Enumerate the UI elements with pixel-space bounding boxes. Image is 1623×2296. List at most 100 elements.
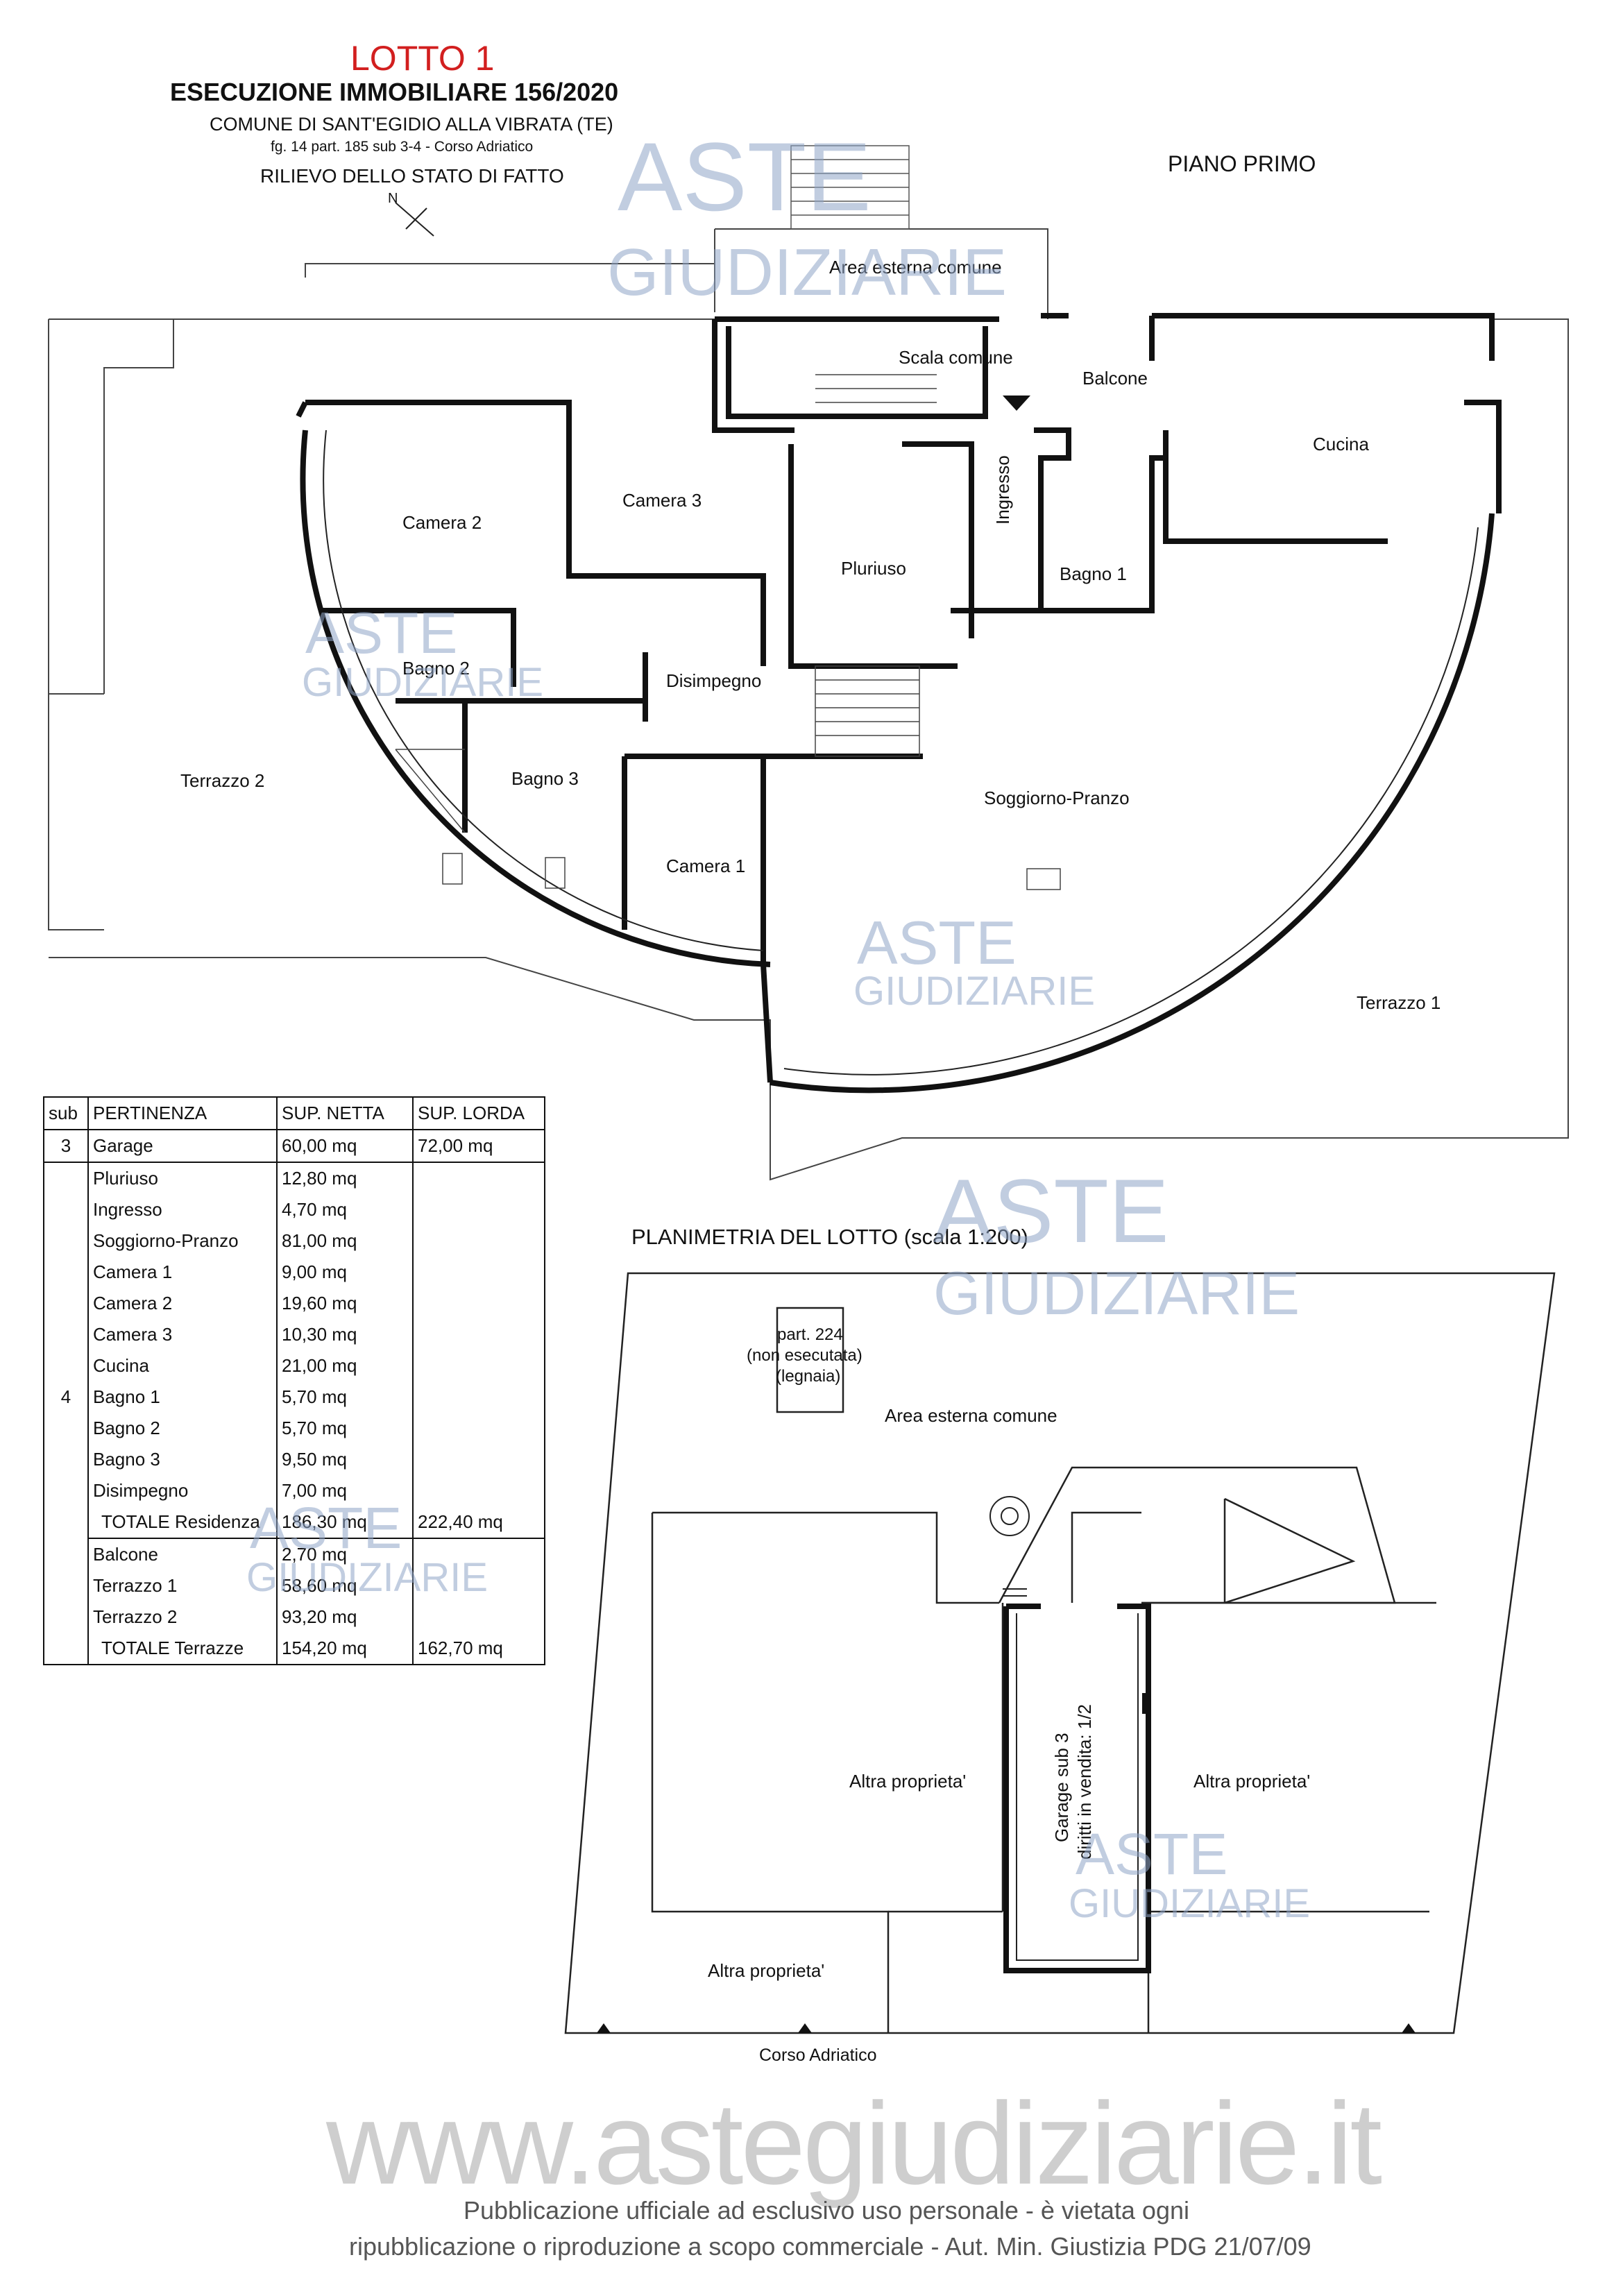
table-cell-sub (43, 1257, 89, 1288)
table-cell-lorda: 162,70 mq (413, 1633, 545, 1665)
street-access-markers-icon (597, 2023, 1416, 2033)
table-cell-netta: 12,80 mq (277, 1162, 414, 1194)
part-224-use: (legnaia) (776, 1367, 841, 1386)
table-cell-lorda: 72,00 mq (413, 1130, 545, 1163)
table-cell-sub (43, 1350, 89, 1381)
label-terrazzo-1: Terrazzo 1 (1357, 992, 1441, 1013)
table-cell-pertinenza: Bagno 1 (88, 1381, 278, 1413)
table-cell-netta: 81,00 mq (277, 1225, 414, 1257)
table-cell-netta: 10,30 mq (277, 1319, 414, 1350)
entrance-marker-icon (1003, 396, 1030, 411)
street-label: Corso Adriatico (759, 2046, 877, 2065)
table-cell-pertinenza: TOTALE Residenza (88, 1506, 278, 1539)
table-cell-netta: 9,00 mq (277, 1257, 414, 1288)
label-camera-1: Camera 1 (666, 856, 746, 876)
table-cell-netta: 5,70 mq (277, 1413, 414, 1444)
table-cell-lorda: 222,40 mq (413, 1506, 545, 1539)
table-cell-netta: 9,50 mq (277, 1444, 414, 1475)
rilievo-label: RILIEVO DELLO STATO DI FATTO (260, 165, 564, 187)
table-cell-pertinenza: Bagno 2 (88, 1413, 278, 1444)
label-bagno-2: Bagno 2 (402, 658, 470, 679)
table-cell-sub (43, 1413, 89, 1444)
watermark-giudiziarie-4: GIUDIZIARIE (933, 1259, 1300, 1327)
label-disimpegno: Disimpegno (666, 670, 762, 691)
table-cell-lorda (413, 1225, 545, 1257)
lot-title: LOTTO 1 (350, 39, 495, 78)
watermark-aste-6: ASTE (1076, 1821, 1228, 1887)
table-cell-lorda (413, 1570, 545, 1601)
watermark-giudiziarie-3: GIUDIZIARIE (853, 969, 1096, 1014)
footer-line-2: ripubblicazione o riproduzione a scopo c… (349, 2232, 1311, 2261)
watermark-aste-4: ASTE (933, 1160, 1169, 1261)
table-cell-pertinenza: Cucina (88, 1350, 278, 1381)
site-plan-title: PLANIMETRIA DEL LOTTO (scala 1:200) (631, 1225, 1028, 1249)
table-cell-pertinenza: Camera 1 (88, 1257, 278, 1288)
north-label: N (388, 191, 398, 206)
label-ingresso: Ingresso (992, 455, 1013, 525)
watermark-aste-5: ASTE (250, 1495, 402, 1561)
table-cell-netta: 60,00 mq (277, 1130, 414, 1163)
table-cell-lorda (413, 1444, 545, 1475)
table-cell-netta: 21,00 mq (277, 1350, 414, 1381)
footer-line-1: Pubblicazione ufficiale ad esclusivo uso… (464, 2196, 1189, 2225)
north-arrow-icon (395, 202, 434, 237)
table-cell-pertinenza: Bagno 3 (88, 1444, 278, 1475)
table-cell-netta: 58,60 mq (277, 1570, 414, 1601)
table-cell-netta: 7,00 mq (277, 1475, 414, 1506)
table-cell-sub (43, 1506, 89, 1538)
table-cell-pertinenza: Terrazzo 1 (88, 1570, 278, 1601)
watermark-giudiziarie-6: GIUDIZIARIE (1069, 1881, 1311, 1926)
table-cell-sub (43, 1633, 89, 1665)
table-cell-pertinenza: Ingresso (88, 1194, 278, 1225)
label-soggiorno-pranzo: Soggiorno-Pranzo (984, 788, 1130, 808)
table-cell-sub (43, 1475, 89, 1506)
table-cell-netta: 19,60 mq (277, 1288, 414, 1319)
table-cell-sub (43, 1288, 89, 1319)
table-cell-sub: 4 (43, 1381, 89, 1413)
table-cell-lorda (413, 1257, 545, 1288)
table-cell-netta: 93,20 mq (277, 1601, 414, 1633)
table-cell-pertinenza: Soggiorno-Pranzo (88, 1225, 278, 1257)
table-cell-pertinenza: Garage (88, 1130, 278, 1163)
table-cell-sub (43, 1225, 89, 1257)
altra-proprieta-bottom: Altra proprieta' (708, 1960, 825, 1981)
label-camera-2: Camera 2 (402, 512, 482, 533)
table-cell-sub (43, 1570, 89, 1601)
table-cell-netta: 2,70 mq (277, 1538, 414, 1570)
table-cell-pertinenza: Balcone (88, 1538, 278, 1570)
label-camera-3: Camera 3 (622, 490, 702, 511)
table-cell-lorda (413, 1319, 545, 1350)
watermark-giudiziarie-1: GIUDIZIARIE (607, 235, 1008, 309)
table-cell-pertinenza: Pluriuso (88, 1162, 278, 1194)
label-bagno-3: Bagno 3 (511, 768, 579, 789)
label-terrazzo-2: Terrazzo 2 (180, 770, 265, 791)
table-header-cell: SUP. LORDA (412, 1096, 545, 1130)
altra-proprieta-right: Altra proprieta' (1193, 1771, 1311, 1792)
watermark-aste-3: ASTE (857, 908, 1017, 977)
label-balcone: Balcone (1082, 368, 1148, 389)
table-cell-lorda (413, 1162, 545, 1194)
part-224-status: (non esecutata) (747, 1346, 863, 1365)
label-cucina: Cucina (1313, 434, 1369, 454)
table-cell-pertinenza: Camera 2 (88, 1288, 278, 1319)
watermark-giudiziarie-2: GIUDIZIARIE (302, 660, 544, 705)
table-cell-lorda (413, 1601, 545, 1633)
catasto-label: fg. 14 part. 185 sub 3-4 - Corso Adriati… (271, 139, 534, 155)
altra-proprieta-left: Altra proprieta' (849, 1771, 967, 1792)
table-header-cell: sub (43, 1096, 89, 1130)
table-cell-sub (43, 1601, 89, 1633)
